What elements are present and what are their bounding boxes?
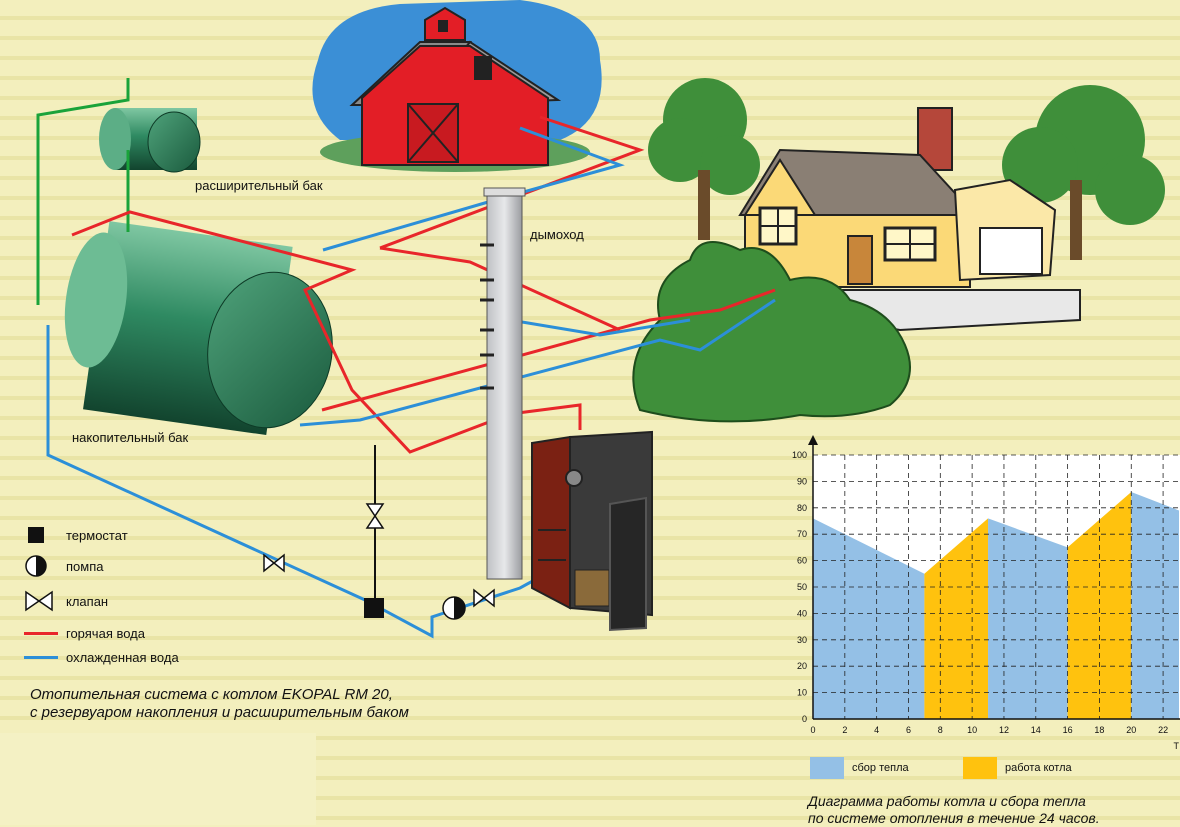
legend-item-thermostat: термостат bbox=[22, 524, 128, 546]
legend-label: помпа bbox=[66, 558, 104, 574]
x-tick-label: 16 bbox=[1063, 725, 1073, 735]
valve-icon bbox=[365, 503, 385, 529]
y-tick-label: 80 bbox=[797, 503, 807, 513]
thermostat-icon bbox=[28, 527, 44, 543]
y-tick-label: 50 bbox=[797, 582, 807, 592]
legend-label: термостат bbox=[66, 527, 128, 543]
chart-legend-heat-collection: сбор тепла bbox=[810, 757, 909, 779]
chart-caption: Диаграмма работы котла и сбора тепла по … bbox=[808, 793, 1100, 827]
legend-item-cold-water: охлажденная вода bbox=[22, 646, 179, 668]
chart-legend-boiler-operation: работа котла bbox=[963, 757, 1072, 779]
y-tick-label: 0 bbox=[802, 714, 807, 724]
legend-label: охлажденная вода bbox=[66, 649, 179, 665]
pump-icon bbox=[25, 555, 47, 577]
area-segment bbox=[1067, 491, 1132, 719]
y-tick-label: 90 bbox=[797, 476, 807, 486]
y-tick-label: 30 bbox=[797, 635, 807, 645]
y-tick-label: 20 bbox=[797, 661, 807, 671]
area-segment bbox=[988, 518, 1068, 719]
x-tick-label: 20 bbox=[1126, 725, 1136, 735]
boiler bbox=[531, 430, 653, 632]
valve-icon bbox=[25, 590, 53, 612]
legend-item-hot-water: горячая вода bbox=[22, 622, 145, 644]
cold-water-pipes bbox=[46, 126, 776, 639]
hot-water-line-icon bbox=[24, 631, 58, 635]
y-tick-label: 60 bbox=[797, 556, 807, 566]
area-segment bbox=[1131, 491, 1179, 719]
storage-tank-label: накопительный бак bbox=[72, 430, 189, 445]
heat-collection-swatch bbox=[810, 757, 844, 779]
chart-legend-label: сбор тепла bbox=[852, 762, 909, 774]
area-segment bbox=[924, 518, 989, 719]
y-tick-label: 70 bbox=[797, 529, 807, 539]
y-tick-label: 10 bbox=[797, 688, 807, 698]
x-axis-label: Т bbox=[1174, 741, 1180, 751]
x-tick-label: 22 bbox=[1158, 725, 1168, 735]
cold-water-line-icon bbox=[24, 655, 58, 659]
x-tick-label: 4 bbox=[874, 725, 879, 735]
valve-icon bbox=[473, 588, 495, 608]
caption-line: по системе отопления в течение 24 часов. bbox=[808, 810, 1100, 826]
valve-icon bbox=[263, 553, 285, 573]
x-tick-label: 6 bbox=[906, 725, 911, 735]
legend-label: горячая вода bbox=[66, 625, 145, 641]
legend-item-pump: помпа bbox=[22, 555, 103, 577]
chart-legend-label: работа котла bbox=[1005, 762, 1072, 774]
y-axis-arrow bbox=[808, 435, 818, 445]
diagram-caption: Отопительная система с котлом EKOPAL RM … bbox=[30, 686, 409, 722]
chimney-label: дымоход bbox=[530, 227, 584, 242]
hot-water-pipes bbox=[71, 115, 776, 454]
y-tick-label: 100 bbox=[792, 450, 807, 460]
house-icon bbox=[632, 78, 1165, 423]
pump-icon bbox=[442, 596, 466, 620]
x-tick-label: 18 bbox=[1094, 725, 1104, 735]
x-tick-label: 10 bbox=[967, 725, 977, 735]
area-segment bbox=[813, 518, 925, 719]
storage-tank bbox=[64, 221, 333, 436]
expansion-tank-label: расширительный бак bbox=[195, 178, 323, 193]
y-tick-label: 40 bbox=[797, 608, 807, 618]
legend-item-valve: клапан bbox=[22, 590, 108, 612]
caption-line: Отопительная система с котлом EKOPAL RM … bbox=[30, 686, 393, 703]
thermostat-icon bbox=[364, 598, 384, 618]
blank-panel bbox=[0, 733, 316, 825]
caption-line: с резервуаром накопления и расширительны… bbox=[30, 704, 409, 721]
expansion-tank bbox=[99, 108, 201, 173]
expansion-pipe bbox=[36, 78, 130, 305]
barn-icon bbox=[312, 0, 602, 172]
x-tick-label: 2 bbox=[842, 725, 847, 735]
legend-label: клапан bbox=[66, 593, 109, 609]
x-tick-label: 14 bbox=[1031, 725, 1041, 735]
caption-line: Диаграмма работы котла и сбора тепла bbox=[808, 793, 1086, 809]
chimney bbox=[480, 187, 526, 580]
x-tick-label: 0 bbox=[810, 725, 815, 735]
x-tick-label: 12 bbox=[999, 725, 1009, 735]
boiler-operation-swatch bbox=[963, 757, 997, 779]
boiler-operation-chart: 0 10 20 30 40 50 60 70 80 90 100 0 2 4 6 8 10 12 14 16 18 20 2… bbox=[792, 435, 1180, 751]
x-tick-label: 8 bbox=[938, 725, 943, 735]
